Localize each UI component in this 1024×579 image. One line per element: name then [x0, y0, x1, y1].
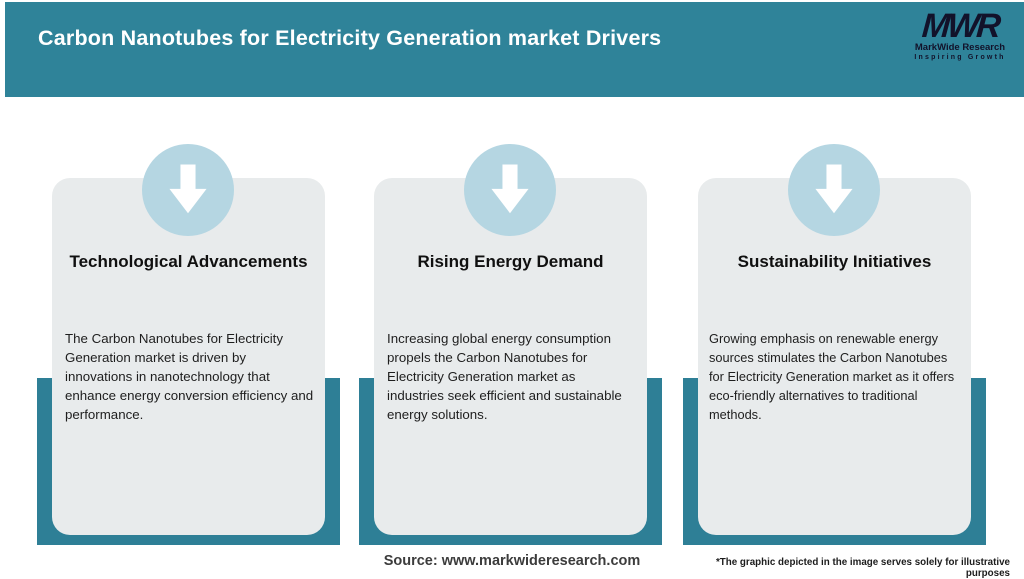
card-title: Sustainability Initiatives [737, 252, 932, 271]
down-arrow-icon [815, 164, 853, 214]
down-arrow-icon [169, 164, 207, 214]
down-arrow-icon [491, 164, 529, 214]
card-body-text: Growing emphasis on renewable energy sou… [709, 331, 955, 422]
logo-tagline: Inspiring Growth [914, 54, 1006, 61]
card-body-text: Increasing global energy consumption pro… [387, 331, 622, 422]
down-arrow-badge [464, 144, 556, 236]
driver-card-sustainability-initiatives: Sustainability Initiatives Growing empha… [698, 178, 971, 535]
page-title: Carbon Nanotubes for Electricity Generat… [38, 26, 662, 50]
mwr-monogram-icon: MWR [920, 7, 1000, 45]
logo-name: MarkWide Research [914, 42, 1006, 53]
down-arrow-badge [788, 144, 880, 236]
driver-card-rising-energy-demand: Rising Energy Demand Increasing global e… [374, 178, 647, 535]
card-title: Rising Energy Demand [417, 252, 604, 271]
source-text: Source: www.markwideresearch.com [383, 553, 641, 569]
markwide-research-logo: MWR MarkWide Research Inspiring Growth [908, 7, 1012, 62]
header-bar: Carbon Nanotubes for Electricity Generat… [5, 2, 1024, 97]
disclaimer-text: *The graphic depicted in the image serve… [715, 557, 1010, 579]
driver-card-technological-advancements: Technological Advancements The Carbon Na… [52, 178, 325, 535]
card-title: Technological Advancements [69, 252, 308, 271]
down-arrow-badge [142, 144, 234, 236]
card-body-text: The Carbon Nanotubes for Electricity Gen… [65, 331, 314, 422]
